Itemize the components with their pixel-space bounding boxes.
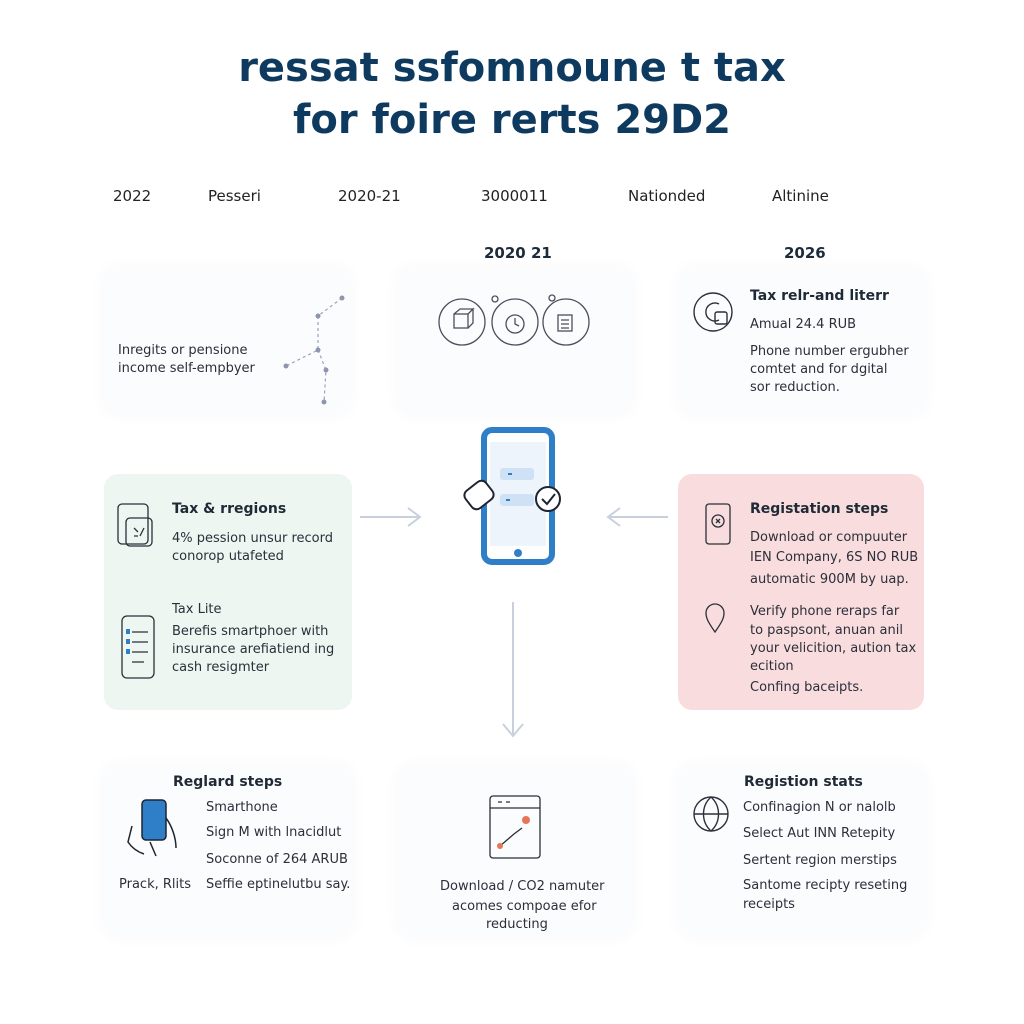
card-text: to paspsont, anuan anil [750,623,903,638]
calculator-chart-icon [489,795,541,859]
card-heading: Registation steps [750,501,889,517]
bottom-right-card: Registion stats Confinagion N or nalolb … [679,766,925,936]
card-subheading: Tax Lite [172,602,222,617]
card-heading: Registion stats [744,774,863,790]
icon-row [438,294,590,346]
bottom-middle-card: Download / CO2 namuter acomes compoae ef… [398,766,632,936]
card-text: Confinagion N or nalolb [743,800,896,815]
tax-regions-card: Tax & rregions 4% pession unsur record c… [104,474,352,710]
top-right-card: Tax relr-and literr Amual 24.4 RUB Phone… [679,268,925,414]
central-phone-icon [463,427,561,565]
card-text: your velicition, aution tax [750,641,917,656]
card-text: insurance arefiatiend ing [172,642,335,657]
timeline: 2022 Pesseri 2020-21 3000011 Nationded A… [0,187,1024,207]
card-text: Confing baceipts. [750,680,864,695]
card-text: reducting [486,917,548,932]
top-middle-card [398,268,632,414]
timeline-item: 2022 [113,187,152,205]
card-text: Phone number ergubher [750,344,909,359]
card-text: cash resigmter [172,660,270,675]
clock-icon [505,314,525,334]
bottom-left-card: Reglard steps Smarthone Sign M with lnac… [104,766,352,936]
globe-icon [693,796,729,832]
card-text: Smarthone [206,800,278,815]
hand-phone-icon [127,799,177,857]
timeline-item: Pesseri [208,187,261,205]
arrow-down-icon [502,602,524,738]
smartphone-icon [121,615,155,679]
card-heading: Reglard steps [173,774,283,790]
arrow-right-icon [360,507,422,527]
card-text: Verify phone reraps far [750,604,900,619]
card-text: Inregits or pensione [118,343,248,358]
network-graph-icon [283,295,345,405]
card-text: IEN Company, 6S NO RUB [750,550,919,565]
registration-steps-card: Registation steps Download or compuuter … [678,474,924,710]
card-text: Select Aut INN Retepity [743,826,896,841]
card-text: Santome recipty reseting [743,878,908,893]
location-pin-icon [705,603,725,634]
card-heading: Tax relr-and literr [750,288,889,304]
devices-icon [117,503,153,547]
card-side-label: Prack, Rlits [119,877,191,892]
refresh-icon [693,292,733,332]
card-text: automatic 900M by uap. [750,572,909,587]
card-text: comtet and for dgital [750,362,888,377]
title-line-1: ressat ssfomnoune t tax [238,45,786,91]
top-left-card: Inregits or pensione income self-empbyer [104,268,350,414]
card-text: Seffie eptinelutbu say. [206,877,351,892]
timeline-item: 3000011 [481,187,548,205]
check-icon [535,486,561,512]
timeline-item: Altinine [772,187,829,205]
column-header-right: 2026 [784,244,826,262]
card-text: Download / CO2 namuter [440,879,605,894]
card-amount: Amual 24.4 RUB [750,317,857,332]
card-text: Berefis smartphoer with [172,624,329,639]
card-text: conorop utafeted [172,549,284,564]
card-text: Sign M with lnacidlut [206,825,342,840]
arrow-left-icon [606,507,668,527]
card-text: Soconne of 264 ARUB [206,852,348,867]
title-line-2: for foire rerts 29D2 [292,97,732,143]
card-text: income self-empbyer [118,361,255,376]
document-icon [557,314,573,332]
timeline-item: Nationded [628,187,706,205]
card-text: acomes compoae efor [452,899,597,914]
card-heading: Tax & rregions [172,501,287,517]
card-text: Sertent region merstips [743,853,897,868]
box-icon [453,313,469,329]
tag-icon [463,479,495,511]
card-text: Download or compuuter [750,530,908,545]
timeline-item: 2020-21 [338,187,401,205]
card-text: ecition [750,659,794,674]
card-text: 4% pession unsur record [172,531,333,546]
column-header-middle: 2020 21 [484,244,552,262]
card-text: receipts [743,897,795,912]
card-text: sor reduction. [750,380,840,395]
mobile-app-icon [705,503,731,545]
page-title: ressat ssfomnoune t tax for foire rerts … [0,42,1024,146]
